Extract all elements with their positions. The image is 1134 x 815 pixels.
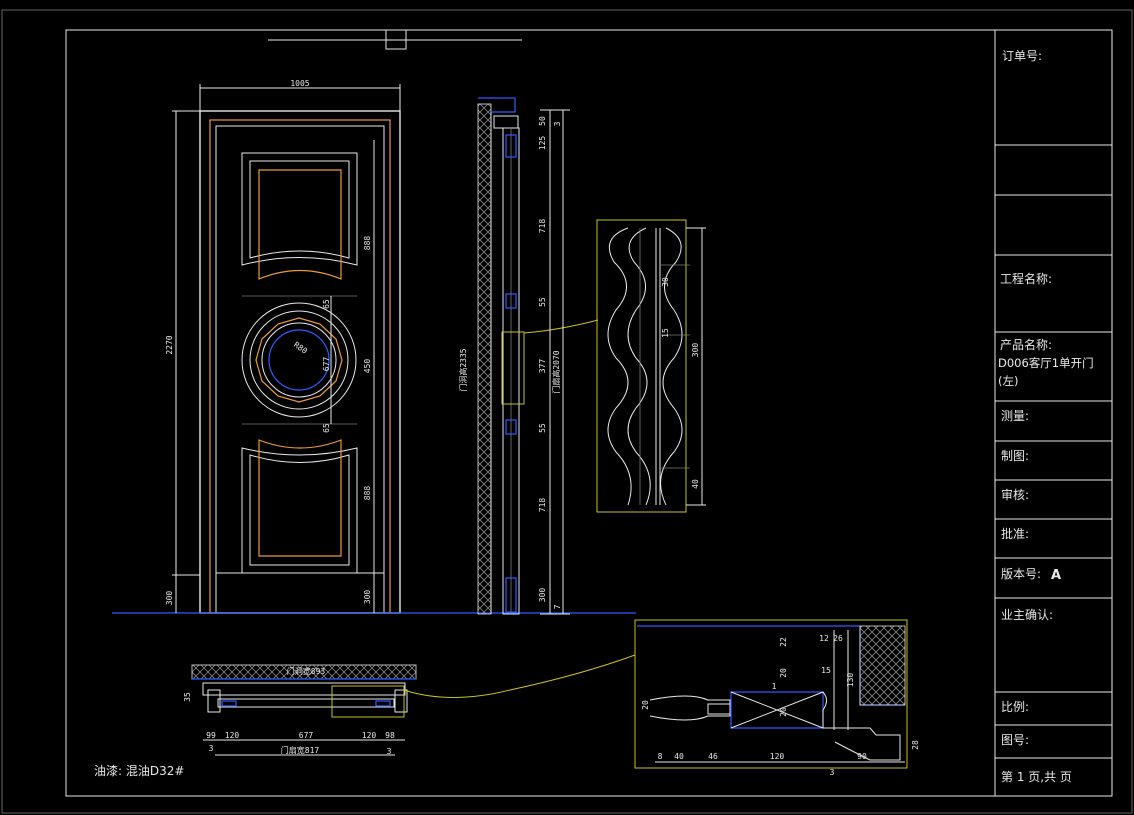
- plan-dim-1: 99: [206, 731, 216, 740]
- section-misc-2: 1: [772, 682, 777, 691]
- section-dim-b5: 90: [857, 752, 867, 761]
- section-dim-t1: 22: [779, 637, 788, 647]
- upper-panel-inner: [258, 169, 342, 280]
- scale-label: 比例:: [1001, 700, 1029, 714]
- approve-label: 批准:: [1001, 526, 1029, 541]
- paint-note: 油漆: 混油D32#: [94, 764, 184, 778]
- medallion-ring-2: [249, 310, 349, 410]
- front-lower-dim: 888: [363, 486, 372, 501]
- front-elevation: 1005 2270 300 888 450 888 300 65 677 65 …: [112, 79, 636, 614]
- order-no-label: 订单号:: [1002, 49, 1042, 63]
- section-dim-t2: 12: [819, 634, 829, 643]
- section-detail: 8 40 46 120 90 22 12 26 15 130 20 1 20 2…: [634, 619, 920, 777]
- side-dim-3: 718: [538, 219, 547, 234]
- medallion-octagon: [255, 317, 343, 403]
- section-misc-4: 28: [911, 740, 920, 750]
- section-dim-t5: 130: [846, 673, 855, 688]
- version-label: 版本号:: [1001, 567, 1041, 581]
- lower-panel-inner: [258, 439, 342, 557]
- project-name-label: 工程名称:: [1000, 271, 1052, 286]
- section-dim-b3: 46: [708, 752, 718, 761]
- plan-dim-5: 98: [385, 731, 395, 740]
- lower-panel-mid: [249, 454, 350, 566]
- medallion-center: [268, 329, 330, 391]
- drawing-frame: [65, 29, 1113, 797]
- title-block: 订单号: 工程名称: 产品名称: D006客厅1单开门 (左) 测量: 制图: …: [994, 30, 1112, 796]
- plan-view: 门洞宽893 99 120 677 120 98 3 3 门扇宽817 35: [183, 654, 636, 756]
- outer-border: [1, 9, 1133, 814]
- plan-left-small: 3: [209, 744, 214, 753]
- section-dim-b2: 40: [674, 752, 684, 761]
- section-frame: [634, 619, 908, 769]
- circle-dim-mid: 677: [322, 357, 331, 372]
- section-misc-3: 20: [779, 707, 788, 717]
- section-dim-t3: 26: [833, 634, 843, 643]
- owner-confirm-label: 业主确认:: [1001, 608, 1053, 622]
- circle-dim-bottom: 65: [322, 423, 331, 433]
- upper-panel-outer: [241, 152, 358, 266]
- top-marker: [268, 29, 522, 50]
- side-section: 门洞高2335 门扇高2070 50 125 718 55 377 55 718…: [458, 97, 599, 615]
- measure-label: 测量:: [1001, 409, 1029, 423]
- plan-height-dim: 35: [183, 692, 192, 702]
- plan-dim-2: 120: [225, 731, 240, 740]
- upper-panel-mid: [249, 160, 350, 259]
- front-width-dim: 1005: [290, 79, 309, 88]
- profile-detail: 30 15 300 40: [596, 219, 706, 513]
- product-name-value: D006客厅1单开门: [998, 356, 1094, 370]
- detail-frame: [596, 219, 687, 513]
- medallion-ring-1: [241, 302, 357, 418]
- side-bottom-small: 7: [553, 604, 562, 609]
- circle-center-label: R80: [292, 340, 309, 356]
- front-center-dim: 450: [363, 359, 372, 374]
- medallion-ring-3: [261, 322, 337, 398]
- side-dim-1: 50: [538, 116, 547, 126]
- section-dim-b1: 8: [658, 752, 663, 761]
- lower-panel-outer: [241, 447, 358, 574]
- front-bottom-dim: 300: [363, 590, 372, 605]
- side-dim-5: 377: [538, 359, 547, 374]
- opening-height-label: 门洞高2335: [458, 348, 468, 391]
- product-name-label: 产品名称:: [1000, 337, 1052, 352]
- side-dim-7: 718: [538, 498, 547, 513]
- side-dim-2: 125: [538, 136, 547, 151]
- drawing-label: 制图:: [1001, 449, 1029, 463]
- product-name-side: (左): [998, 374, 1018, 388]
- plan-dim-3: 677: [299, 731, 314, 740]
- section-dim-b4: 120: [770, 752, 785, 761]
- wall-hatch: [477, 103, 492, 615]
- leaf-height-label: 门扇高2070: [551, 350, 561, 393]
- front-base-dim: 300: [165, 591, 174, 606]
- plan-opening-label: 门洞宽893: [287, 666, 326, 676]
- detail-callout-box: [501, 331, 525, 405]
- section-dim-t4: 15: [821, 666, 831, 675]
- side-dim-8: 300: [538, 588, 547, 603]
- version-value: A: [1051, 568, 1061, 583]
- page-label: 第 1 页,共 页: [1001, 770, 1072, 784]
- plan-leaf-label: 门扇宽817: [281, 745, 320, 755]
- detail-dim-2: 15: [661, 328, 670, 338]
- plan-right-small: 3: [387, 747, 392, 756]
- section-misc-5: 3: [830, 768, 835, 777]
- detail-dim-4: 40: [691, 479, 700, 489]
- detail-dim-1: 30: [661, 277, 670, 287]
- side-dim-6: 55: [538, 423, 547, 433]
- front-upper-dim: 888: [363, 236, 372, 251]
- plan-callout-box: [331, 685, 405, 718]
- side-dim-4: 55: [538, 297, 547, 307]
- review-label: 审核:: [1001, 487, 1029, 502]
- section-left-dim: 20: [641, 700, 650, 710]
- door-leaf: [215, 125, 385, 614]
- front-height-dim: 2270: [165, 335, 174, 354]
- circle-dim-top: 65: [322, 299, 331, 309]
- plan-dim-4: 120: [362, 731, 377, 740]
- side-top-small: 3: [553, 121, 562, 126]
- drawing-no-label: 图号:: [1001, 733, 1029, 747]
- detail-dim-3: 300: [691, 343, 700, 358]
- section-misc-1: 20: [779, 668, 788, 678]
